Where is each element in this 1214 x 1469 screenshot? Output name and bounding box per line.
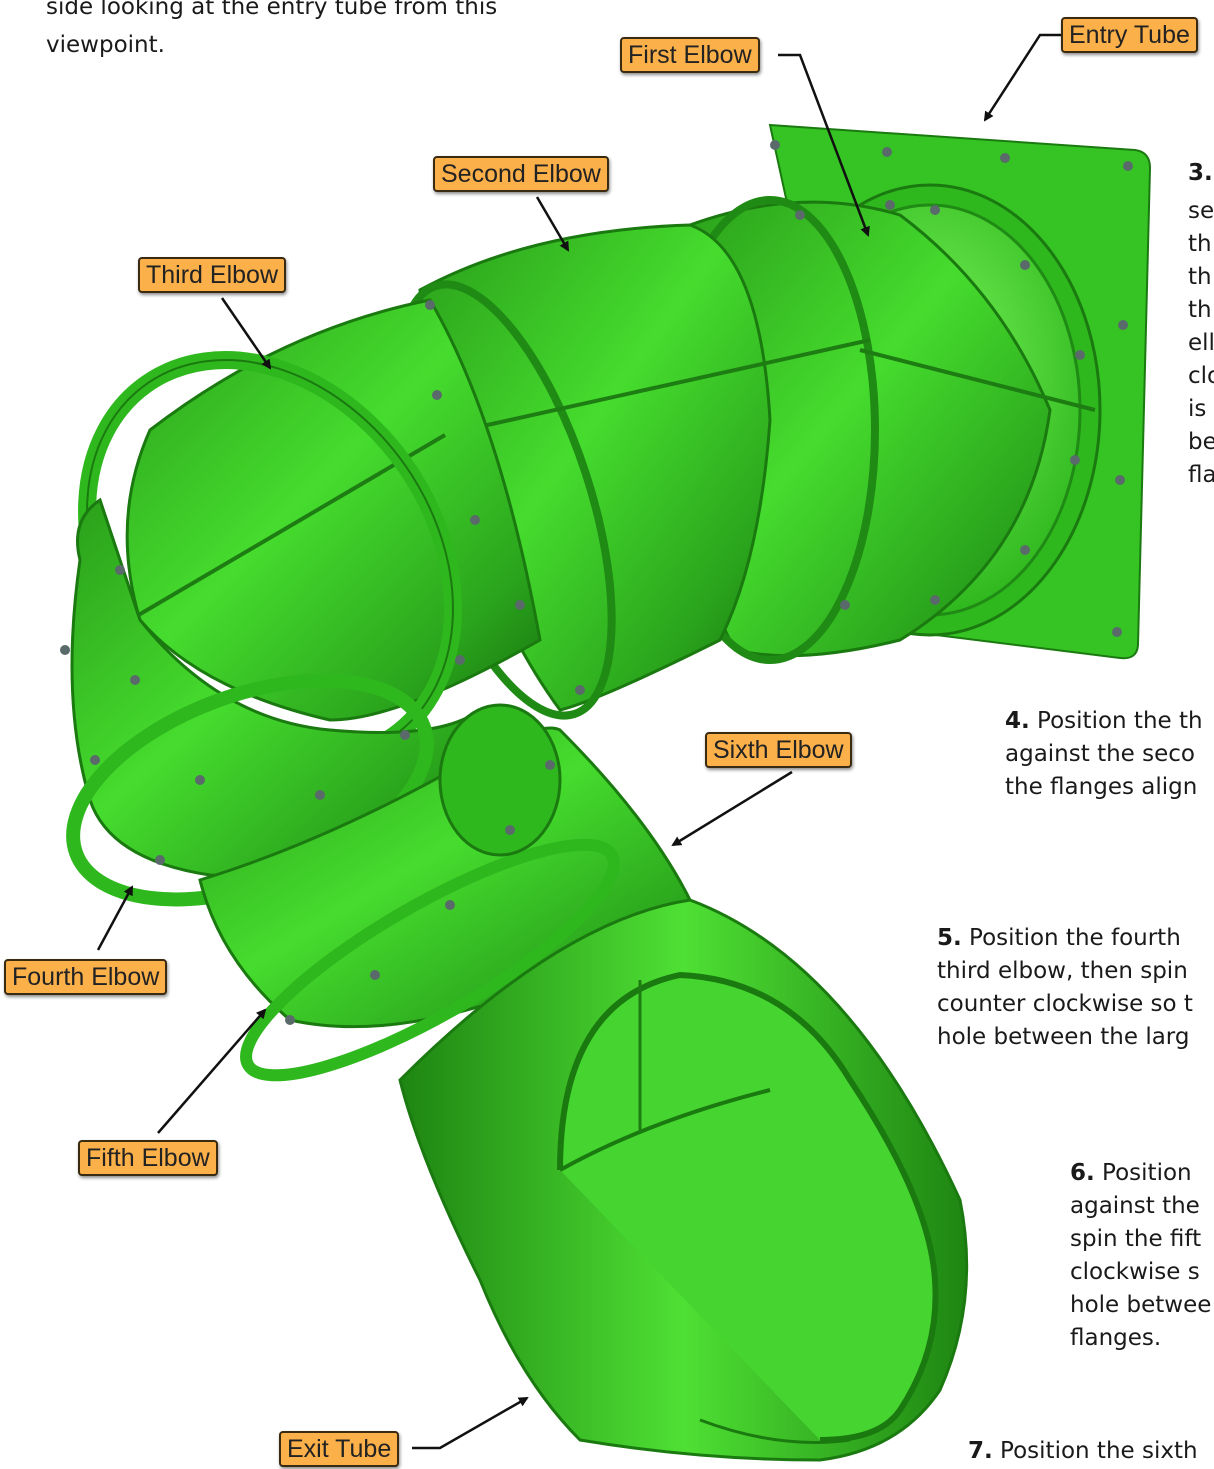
step-3-line: is: [1188, 394, 1206, 424]
step-6-line-1: 6. Position: [1070, 1158, 1192, 1188]
step-4-line-2: against the seco: [1005, 739, 1195, 769]
label-entry-tube: Entry Tube: [1061, 17, 1198, 53]
step-6-line-3: spin the fift: [1070, 1224, 1201, 1254]
intro-line-2: viewpoint.: [46, 30, 165, 60]
step-3-line: th: [1188, 229, 1212, 259]
step-5-line-3: counter clockwise so t: [937, 989, 1193, 1019]
label-fourth-elbow: Fourth Elbow: [4, 959, 167, 995]
label-third-elbow: Third Elbow: [138, 257, 286, 293]
step-3-line: ell: [1188, 328, 1214, 358]
step-5-line-2: third elbow, then spin: [937, 956, 1188, 986]
step-5-line-1: 5. Position the fourth: [937, 923, 1181, 953]
step-6-line-4: clockwise s: [1070, 1257, 1200, 1287]
step-7-line-1: 7. Position the sixth: [968, 1436, 1198, 1466]
step-3-line: th: [1188, 295, 1212, 325]
label-second-elbow: Second Elbow: [433, 156, 609, 192]
step-6-line-5: hole betwee: [1070, 1290, 1211, 1320]
step-3-line: se: [1188, 196, 1214, 226]
step-5-line-4: hole between the larg: [937, 1022, 1189, 1052]
step-6-line-6: flanges.: [1070, 1323, 1161, 1353]
label-exit-tube: Exit Tube: [279, 1431, 399, 1467]
intro-line-1: side looking at the entry tube from this: [46, 0, 497, 22]
label-fifth-elbow: Fifth Elbow: [78, 1140, 218, 1176]
step-3-line: fla: [1188, 460, 1214, 490]
arrow-exit-tube: [412, 1398, 527, 1448]
step-3-line: be: [1188, 427, 1214, 457]
step-3-number: 3.: [1188, 158, 1213, 188]
arrow-sixth-elbow: [673, 772, 792, 845]
arrow-entry-tube: [985, 35, 1065, 120]
step-4-line-1: 4. Position the th: [1005, 706, 1203, 736]
step-4-line-3: the flanges align: [1005, 772, 1197, 802]
label-first-elbow: First Elbow: [620, 37, 760, 73]
label-sixth-elbow: Sixth Elbow: [705, 732, 852, 768]
step-6-line-2: against the: [1070, 1191, 1200, 1221]
step-3-line: clo: [1188, 361, 1214, 391]
step-3-line: th: [1188, 262, 1212, 292]
